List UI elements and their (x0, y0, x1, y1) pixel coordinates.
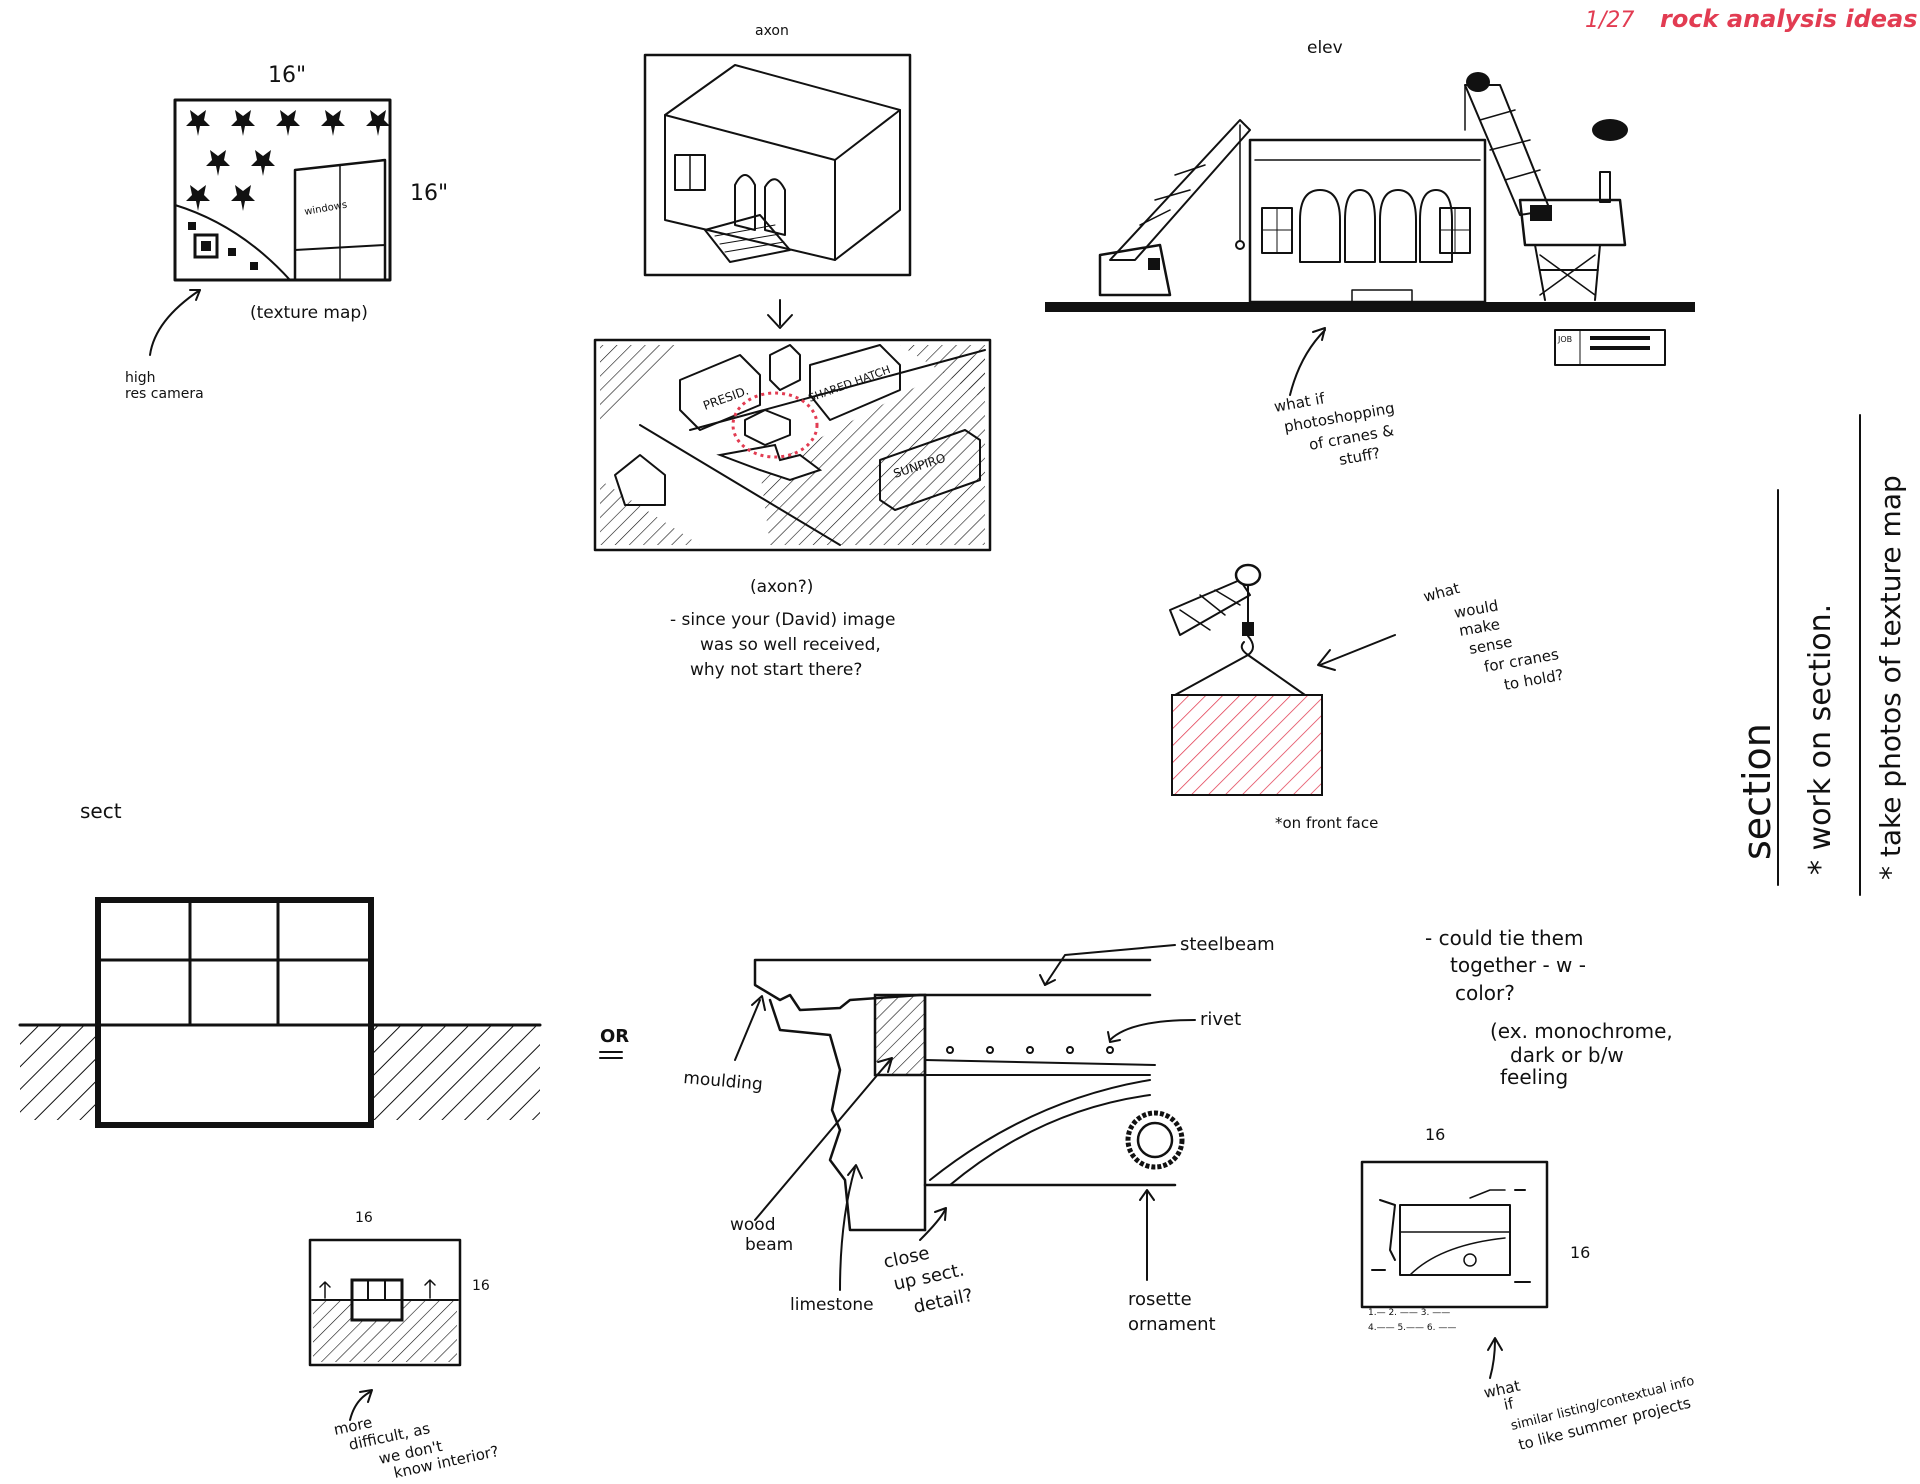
crane-caption: *on front face (1275, 814, 1378, 832)
listing-frame (1360, 1160, 1549, 1309)
or-divider: OR (599, 1026, 629, 1059)
label-rosette-1: rosette (1128, 1289, 1192, 1310)
sect-small-frame (308, 1238, 462, 1367)
texture-map-width-label: 16" (268, 63, 306, 88)
axon-note-2: was so well received, (700, 635, 881, 655)
side-note-section: section (1735, 723, 1779, 860)
side-note-take-photos: * take photos of texture map (1874, 475, 1907, 880)
listing-note-2: if (1502, 1394, 1516, 1414)
axon-note-3: why not start there? (690, 660, 862, 680)
axon-top-label: axon (755, 23, 789, 39)
listing-line-2: 4.—— 5.—— 6. —— (1368, 1323, 1456, 1333)
color-note-2: together - w - (1450, 953, 1586, 977)
header: 1/27 rock analysis ideas (1585, 5, 1918, 33)
highlight-circle (731, 391, 819, 459)
label-limestone: limestone (790, 1295, 874, 1315)
sect-sketch: sect 16 16 more difficult, as we don't k… (18, 799, 542, 1482)
elevation-sketch: elev JOB (1045, 38, 1695, 469)
color-note-5: dark or b/w (1510, 1043, 1624, 1067)
sect-label: sect (80, 799, 122, 823)
texture-map-note-1: high (125, 370, 156, 386)
listing-height-label: 16 (1570, 1243, 1590, 1262)
side-note-work-section: * work on section. (1803, 604, 1838, 875)
crane-note-1: what (1421, 579, 1461, 606)
axon-note-1: - since your (David) image (670, 610, 895, 630)
color-note: - could tie them together - w - color? (… (1425, 926, 1673, 1089)
color-note-4: (ex. monochrome, (1490, 1019, 1673, 1043)
listing-width-label: 16 (1425, 1125, 1445, 1144)
texture-map-caption: (texture map) (250, 303, 368, 323)
color-note-6: feeling (1500, 1065, 1568, 1089)
label-rosette-2: ornament (1128, 1314, 1216, 1335)
label-steel-beam: steelbeam (1180, 934, 1275, 955)
tile-pattern (174, 110, 390, 281)
texture-map-height-label: 16" (410, 181, 448, 206)
axon-caption: (axon?) (750, 577, 813, 597)
elev-top-label: elev (1307, 38, 1343, 58)
color-note-3: color? (1455, 981, 1515, 1005)
texture-map-inner-label: windows (304, 200, 348, 218)
header-date: 1/27 (1585, 8, 1634, 33)
texture-map-frame (173, 98, 392, 282)
elev-tag-label: JOB (1557, 335, 1572, 344)
sect-small-height: 16 (472, 1278, 490, 1294)
arrow (149, 289, 201, 356)
wood-beam-block (873, 993, 927, 1077)
sect-small-width: 16 (355, 1210, 373, 1226)
axon-frame (643, 53, 912, 277)
sect-building (95, 897, 374, 1128)
texture-map-sketch: 16" 16" windows (125, 63, 448, 402)
or-label: OR (600, 1026, 629, 1047)
side-notes: section * work on section. * take photos… (1735, 414, 1907, 896)
elev-tag (1554, 329, 1666, 366)
closeup-section-sketch: steelbeam rivet moulding wood beam limes… (683, 934, 1275, 1335)
axon-sketch: axon PRESID. SHARED HATCH SUNP (593, 23, 992, 680)
elev-building (1248, 138, 1487, 304)
label-wood-2: beam (745, 1235, 793, 1255)
label-moulding: moulding (683, 1068, 764, 1095)
left-crane-boom (1109, 119, 1251, 261)
listing-sketch: 16 16 1.— 2. —— 3. —— 4.—— 5.—— 6. —— wh… (1360, 1125, 1696, 1454)
axon-presid-label: PRESID. (701, 383, 750, 412)
crane-load-box (1171, 694, 1323, 796)
color-note-1: - could tie them (1425, 926, 1583, 950)
label-wood-1: wood (730, 1215, 776, 1235)
texture-map-note-2: res camera (125, 386, 204, 402)
label-rivet: rivet (1200, 1009, 1241, 1030)
site-hatching (600, 345, 985, 545)
crane-detail-sketch: what would make sense for cranes to hold… (1169, 563, 1565, 832)
right-crane-boom (1464, 84, 1551, 216)
site-axon-frame (593, 338, 992, 552)
header-title: rock analysis ideas (1660, 5, 1918, 33)
window-panel (293, 158, 387, 282)
listing-line-1: 1.— 2. —— 3. —— (1368, 1308, 1450, 1318)
label-close-up-3: detail? (912, 1285, 975, 1318)
